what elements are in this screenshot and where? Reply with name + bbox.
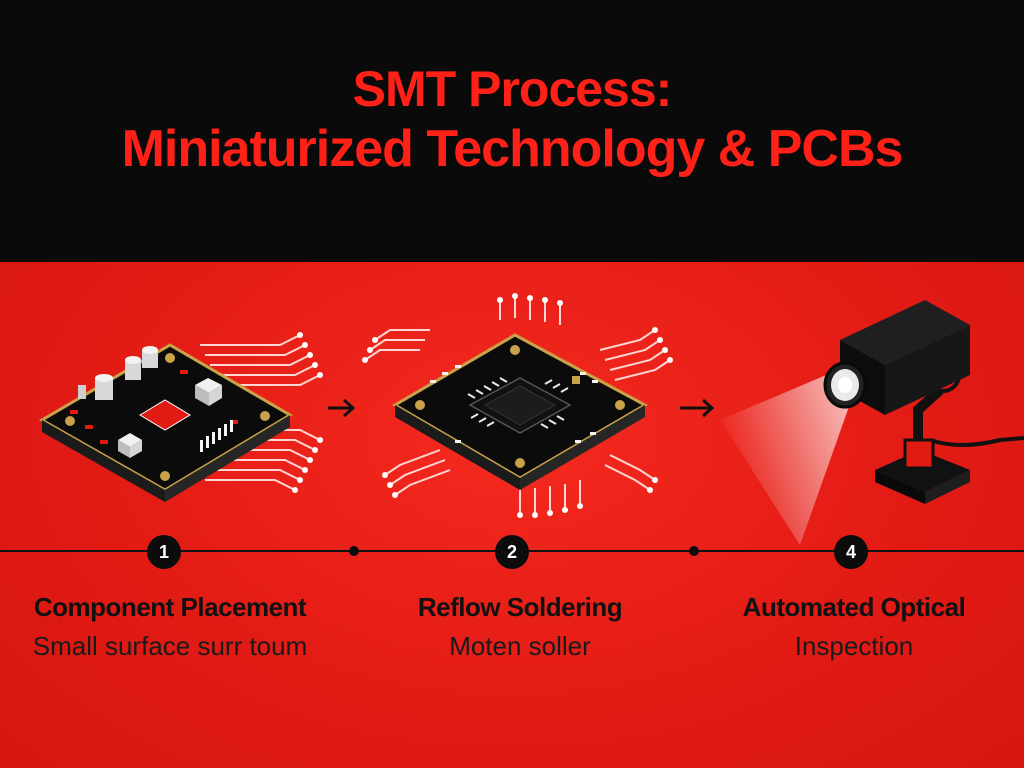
step-1-badge: 1	[147, 535, 181, 569]
title-line-2: Miniaturized Technology & PCBs	[121, 120, 904, 178]
step-1-subtitle: Small surface surr toum	[32, 631, 308, 661]
timeline-dot	[689, 546, 699, 556]
arrow-right-icon	[328, 398, 356, 418]
step-3-title: Automated Optical	[742, 592, 966, 622]
pcb-with-chip-icon	[362, 293, 673, 518]
step-3-caption: Automated Optical Inspection	[684, 592, 1024, 662]
pcb-with-components-icon	[39, 332, 323, 502]
step-3-subtitle: Inspection	[794, 631, 914, 661]
timeline-dot	[349, 546, 359, 556]
inspection-camera-icon	[720, 300, 1024, 545]
step-2-title: Reflow Soldering	[417, 592, 623, 622]
step-2-caption: Reflow Soldering Moten soller	[350, 592, 690, 662]
step-3-badge: 4	[834, 535, 868, 569]
header-band	[0, 0, 1024, 262]
arrow-right-icon	[680, 398, 715, 418]
step-2-badge: 2	[495, 535, 529, 569]
step-1-title: Component Placement	[33, 592, 307, 622]
page-title: SMT Process: Miniaturized Technology & P…	[0, 60, 1024, 180]
title-line-1: SMT Process:	[352, 61, 673, 117]
step-1-caption: Component Placement Small surface surr t…	[0, 592, 340, 662]
step-2-subtitle: Moten soller	[449, 631, 591, 661]
